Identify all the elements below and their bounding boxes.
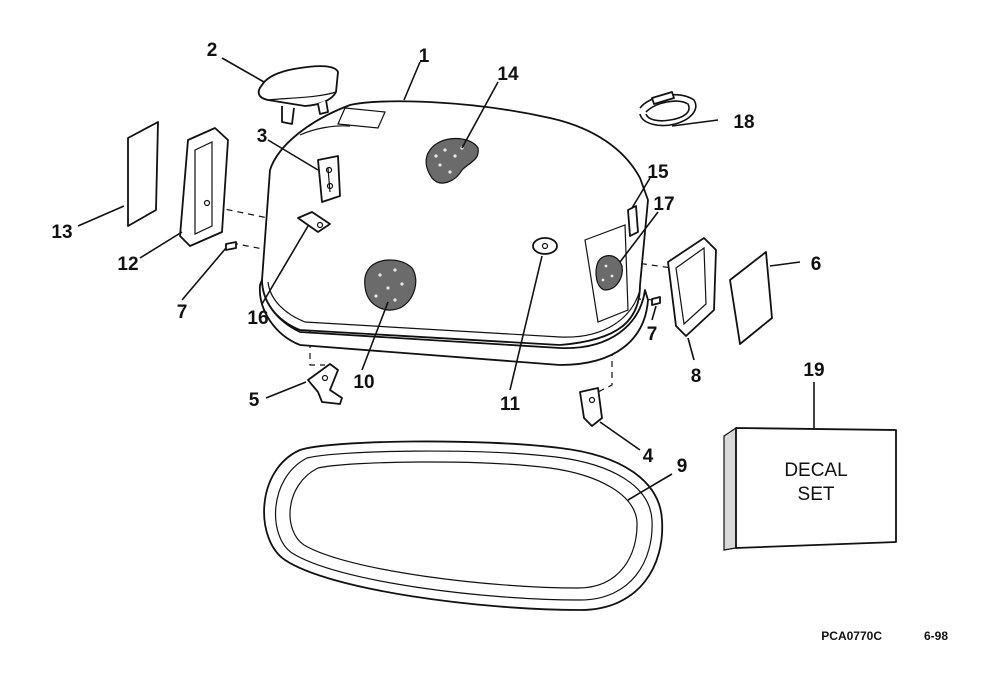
part-6-panel-right [729, 251, 773, 345]
figure-footer: PCA0770C 6-98 [821, 629, 948, 643]
part-17-foam-patch [595, 255, 623, 291]
callout-2: 2 [207, 40, 218, 61]
part-18-cable [639, 91, 697, 127]
callout-16: 16 [247, 308, 268, 329]
figure-date: 6-98 [924, 629, 948, 643]
part-12-frame-left [179, 127, 229, 247]
figure-code: PCA0770C [821, 629, 882, 643]
part-5-bracket [307, 363, 343, 405]
callout-labels: 1 2 3 4 5 6 7 7 8 9 10 11 12 13 14 15 16… [51, 40, 824, 477]
callout-10: 10 [353, 372, 374, 393]
callout-18: 18 [733, 112, 754, 133]
callout-8: 8 [691, 366, 702, 387]
callout-5: 5 [249, 390, 260, 411]
callout-9: 9 [677, 456, 688, 477]
callout-4: 4 [643, 446, 654, 467]
callout-17: 17 [653, 194, 674, 215]
callout-3: 3 [257, 126, 268, 147]
callout-15: 15 [647, 162, 669, 183]
callout-7-left: 7 [177, 302, 188, 323]
leader-lines [77, 57, 815, 501]
callout-19: 19 [803, 360, 824, 381]
callout-6: 6 [811, 254, 822, 275]
part-9-seal [263, 440, 664, 611]
part-4-bracket [579, 387, 603, 427]
part-15-edge-latch [627, 205, 639, 237]
callout-1: 1 [419, 46, 430, 67]
callout-11: 11 [500, 394, 521, 415]
callout-14: 14 [497, 64, 519, 85]
part-19-decal-box: DECAL SET [723, 426, 897, 551]
part-13-panel-left [127, 121, 159, 227]
part-3-latch [317, 155, 341, 203]
part-7-screw-right [651, 296, 661, 306]
part-1-cowl [259, 100, 649, 366]
callout-13: 13 [51, 222, 72, 243]
part-10-foam-patch [364, 259, 417, 311]
part-7-screw-left [225, 241, 237, 251]
decal-box-line1: DECAL [784, 460, 847, 481]
part-16-clip [297, 211, 331, 233]
callout-12: 12 [117, 254, 138, 275]
part-2-handle [257, 65, 339, 125]
decal-box-line2: SET [798, 484, 835, 505]
callout-7-right: 7 [647, 324, 658, 345]
part-8-frame-right [667, 237, 717, 337]
part-11-grommet [532, 237, 558, 255]
